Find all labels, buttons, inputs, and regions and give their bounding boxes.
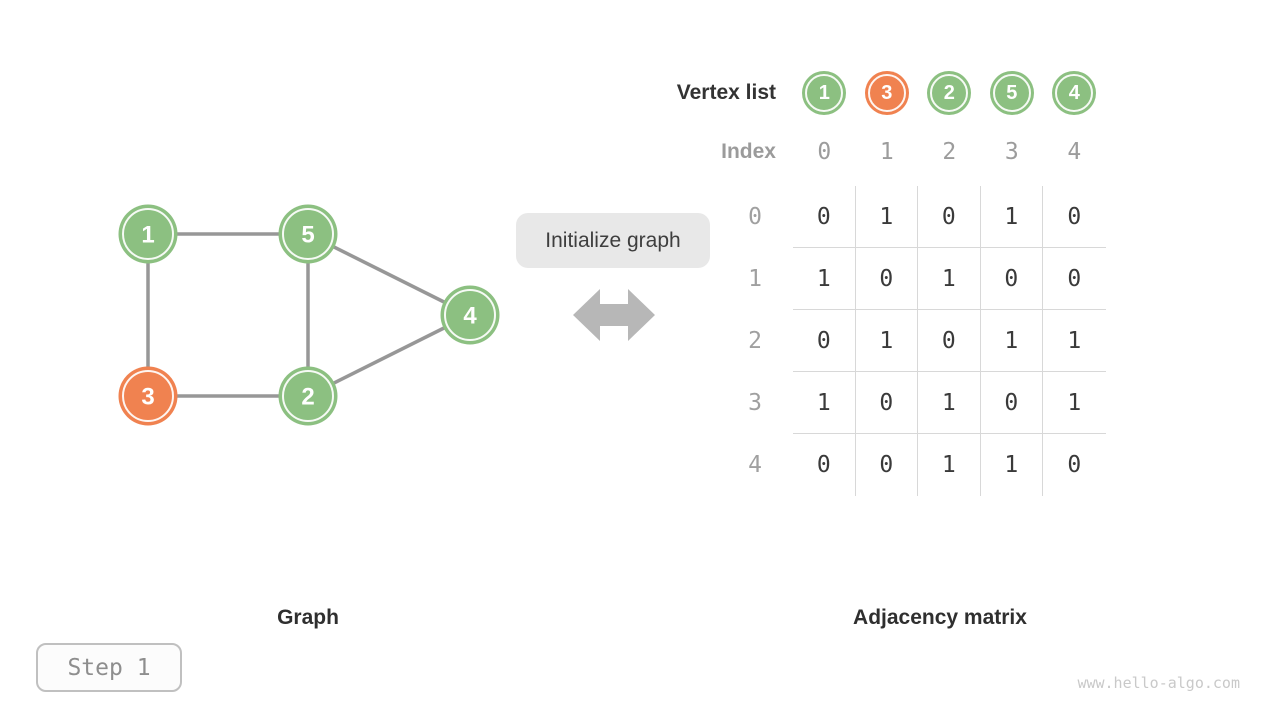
vertex-circle-label: 4 [1068,81,1080,104]
graph-node-ring [444,289,496,341]
matrix-cell: 1 [1043,310,1106,372]
graph-node-ring [282,370,334,422]
graph-node: 3 [118,366,178,426]
matrix-cell: 1 [981,434,1043,496]
initialize-graph-label: Initialize graph [516,213,710,268]
matrix-cell: 0 [918,310,981,372]
double-arrow-shape [573,289,655,341]
matrix-cell: 1 [918,248,981,310]
graph-node-ring [282,208,334,260]
matrix-cell: 1 [855,310,918,372]
index-label: Index [721,140,776,163]
vertex-circle: 1 [802,71,847,115]
graph-node-circle [118,204,178,264]
graph-caption: Graph [277,606,339,629]
graph-node-label: 1 [141,222,154,249]
vertex-list-label: Vertex list [676,81,776,104]
matrix-cell: 0 [793,310,856,372]
matrix-row-label: 0 [748,204,762,230]
vertex-circle-ring [1055,74,1094,112]
matrix-cell: 0 [793,434,856,496]
vertex-circle: 4 [1052,71,1097,115]
matrix-cell: 1 [855,186,918,248]
graph-node-ring [122,208,174,260]
matrix-cell: 0 [856,434,918,496]
vertex-circle-ring [867,74,906,112]
graph-node-label: 2 [301,384,314,411]
vertex-circle-ring [930,74,969,112]
matrix-cell: 0 [855,248,918,310]
double-arrow-icon [573,289,655,341]
matrix-row-label: 1 [748,266,762,292]
graph-node-circle [278,366,338,426]
matrix-cell: 0 [980,372,1043,434]
index-value: 3 [1004,139,1019,165]
graph-node-circle [278,204,338,264]
vertex-circle-label: 5 [1006,81,1018,104]
graph-node: 1 [118,204,178,264]
matrix-cell: 0 [855,372,918,434]
index-value: 1 [879,139,894,165]
index-value: 0 [817,139,832,165]
graph-node-label: 3 [141,384,154,411]
matrix-cell: 1 [1043,372,1106,434]
matrix-row-label: 4 [748,452,762,478]
graph-node-circle [118,366,178,426]
graph-edge [307,313,471,398]
vertex-circle: 5 [989,71,1034,115]
vertex-circle-ring [992,74,1031,112]
matrix-cell: 1 [980,186,1043,248]
graph-edge [307,232,471,317]
step-badge: Step 1 [36,643,182,692]
matrix-cell: 1 [793,372,856,434]
matrix-cell: 1 [918,434,981,496]
matrix-row-labels: 0 1 2 3 4 [735,186,775,496]
matrix-cell: 0 [1043,248,1106,310]
matrix-cell: 1 [980,310,1043,372]
matrix-cell: 1 [793,248,856,310]
matrix-cell: 1 [918,372,981,434]
graph-node: 2 [278,366,338,426]
graph-node-label: 5 [301,222,314,249]
matrix-row-label: 2 [748,328,762,354]
matrix-cell: 0 [980,248,1043,310]
index-row: 0 1 2 3 4 [793,132,1106,172]
graph-node-circle [440,285,500,345]
matrix-cell: 0 [1067,452,1082,478]
matrix-cell: 0 [793,186,856,248]
vertex-circle: 3 [864,71,909,115]
graph-node: 5 [278,204,338,264]
vertex-list: 1 3 2 5 4 [793,71,1106,115]
index-value: 2 [942,139,957,165]
matrix-cell: 0 [918,186,981,248]
matrix-caption: Adjacency matrix [853,606,1027,629]
vertex-circle-label: 2 [943,81,955,104]
graph-node-label: 4 [463,303,477,330]
graph-node-ring [122,370,174,422]
index-value: 4 [1067,139,1082,165]
watermark: www.hello-algo.com [1077,674,1240,692]
matrix-cell: 0 [1043,186,1106,248]
matrix-row-label: 3 [748,390,762,416]
vertex-circle-label: 1 [818,81,830,104]
vertex-circle-label: 3 [881,81,893,104]
graph-node: 4 [440,285,500,345]
vertex-circle-ring [805,74,844,112]
vertex-circle: 2 [927,71,972,115]
